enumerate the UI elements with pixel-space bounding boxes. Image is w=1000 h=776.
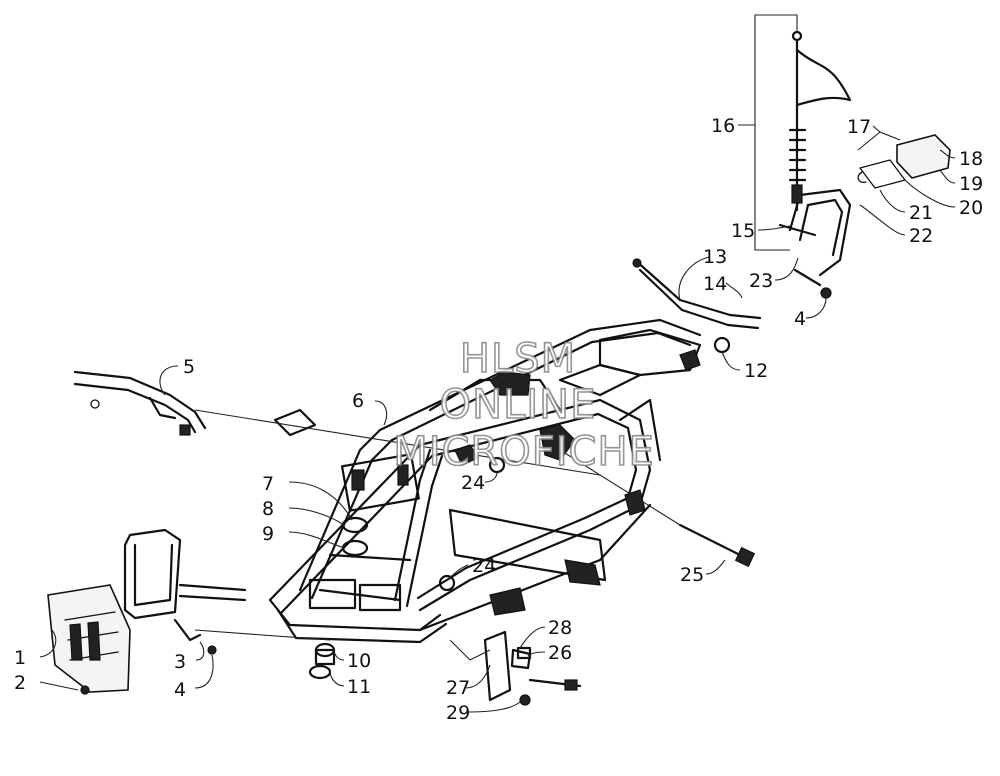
callout-3: 3 [174, 651, 186, 673]
callout-20: 20 [959, 197, 983, 219]
callout-8: 8 [262, 498, 274, 520]
callout-24-upper: 24 [461, 472, 485, 494]
callout-12: 12 [744, 360, 768, 382]
front-guard [123, 528, 247, 642]
rear-rack-bar [632, 258, 762, 330]
callout-22: 22 [909, 225, 933, 247]
watermark-line-1: HLSM [460, 336, 576, 382]
callout-27: 27 [446, 677, 470, 699]
callout-18: 18 [959, 148, 983, 170]
callout-labels: 1 2 3 4 5 6 7 8 9 10 11 12 13 14 15 16 1… [14, 115, 983, 724]
main-frame [268, 318, 702, 644]
callout-24-lower: 24 [472, 555, 496, 577]
callout-11: 11 [347, 676, 371, 698]
footrest-bracket [483, 630, 582, 702]
callout-15: 15 [731, 220, 755, 242]
leader-lines [39, 14, 956, 713]
whip-flag [788, 30, 852, 212]
watermark-line-3: MICROFICHE [393, 429, 655, 475]
rear-guard [778, 188, 852, 287]
callout-21: 21 [909, 202, 933, 224]
callout-4-front: 4 [174, 679, 186, 701]
callout-19: 19 [959, 173, 983, 195]
callout-23: 23 [749, 270, 773, 292]
watermark: HLSM ONLINE MICROFICHE [392, 335, 655, 476]
callout-1: 1 [14, 647, 26, 669]
callout-25: 25 [680, 564, 704, 586]
callout-17: 17 [847, 116, 871, 138]
skid-bolt [80, 685, 90, 695]
front-bumper-tube [73, 370, 207, 436]
callout-9: 9 [262, 523, 274, 545]
callout-10: 10 [347, 650, 371, 672]
callout-2: 2 [14, 672, 26, 694]
callout-26: 26 [548, 642, 572, 664]
callout-29: 29 [446, 702, 470, 724]
tail-light [857, 134, 951, 189]
watermark-line-2: ONLINE [440, 382, 597, 428]
skid-plate [47, 584, 131, 693]
callout-4-rear: 4 [794, 308, 806, 330]
callout-16: 16 [711, 115, 735, 137]
callout-13: 13 [703, 246, 727, 268]
callout-14: 14 [703, 273, 727, 295]
callout-6: 6 [352, 390, 364, 412]
callout-28: 28 [548, 617, 572, 639]
callout-7: 7 [262, 473, 274, 495]
callout-5: 5 [183, 356, 195, 378]
